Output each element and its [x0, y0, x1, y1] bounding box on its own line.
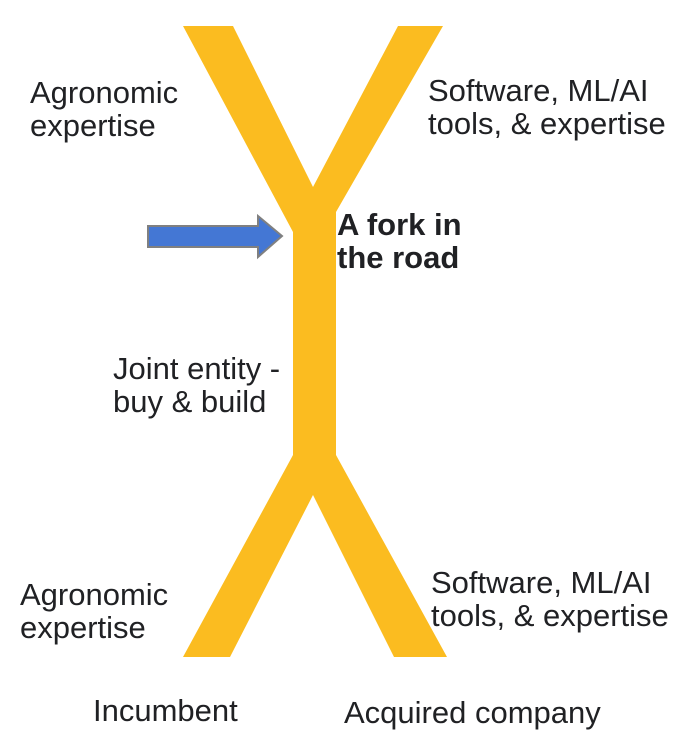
- label-joint-entity-buy-and-build: Joint entity - buy & build: [113, 351, 281, 419]
- label-bottom-right-software-ml-ai: Software, ML/AI tools, & expertise: [431, 565, 669, 633]
- label-bottom-left-agronomic-expertise: Agronomic expertise: [20, 577, 169, 645]
- right-arrow-icon: [147, 213, 284, 260]
- forked-road-shape: [183, 26, 447, 657]
- label-top-left-agronomic-expertise: Agronomic expertise: [30, 75, 179, 143]
- label-acquired-company: Acquired company: [344, 695, 601, 730]
- fork-in-the-road-title: A fork in the road: [337, 207, 462, 275]
- label-incumbent: Incumbent: [93, 693, 238, 728]
- label-top-right-software-ml-ai: Software, ML/AI tools, & expertise: [428, 73, 666, 141]
